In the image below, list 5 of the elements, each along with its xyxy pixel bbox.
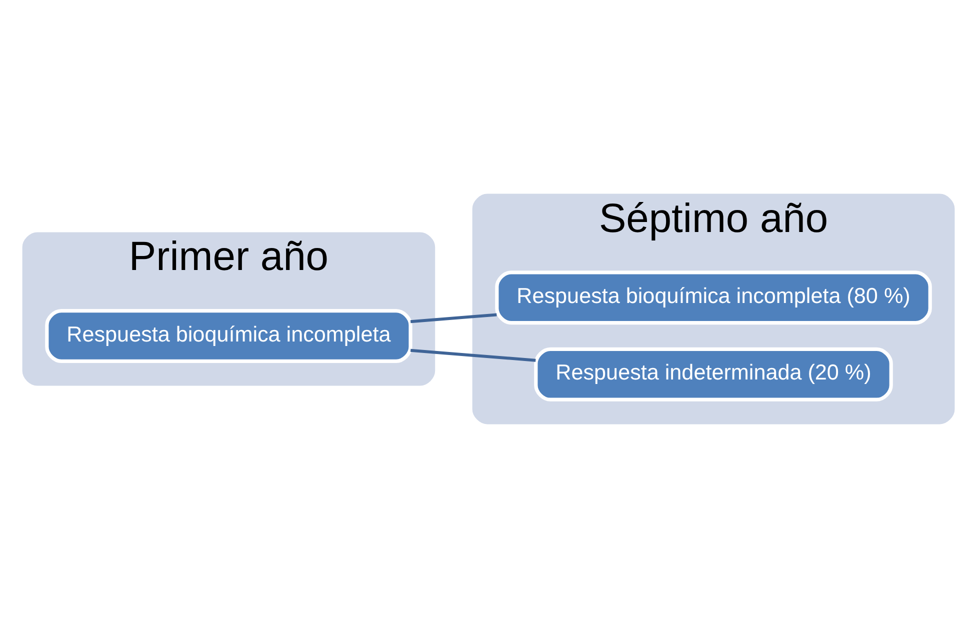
node-box: Respuesta indeterminada (20 %) [534,346,893,401]
node-box: Respuesta bioquímica incompleta [45,308,412,362]
node-box: Respuesta bioquímica incompleta (80 %) [495,270,932,324]
connector [410,312,497,323]
connector [410,348,536,362]
